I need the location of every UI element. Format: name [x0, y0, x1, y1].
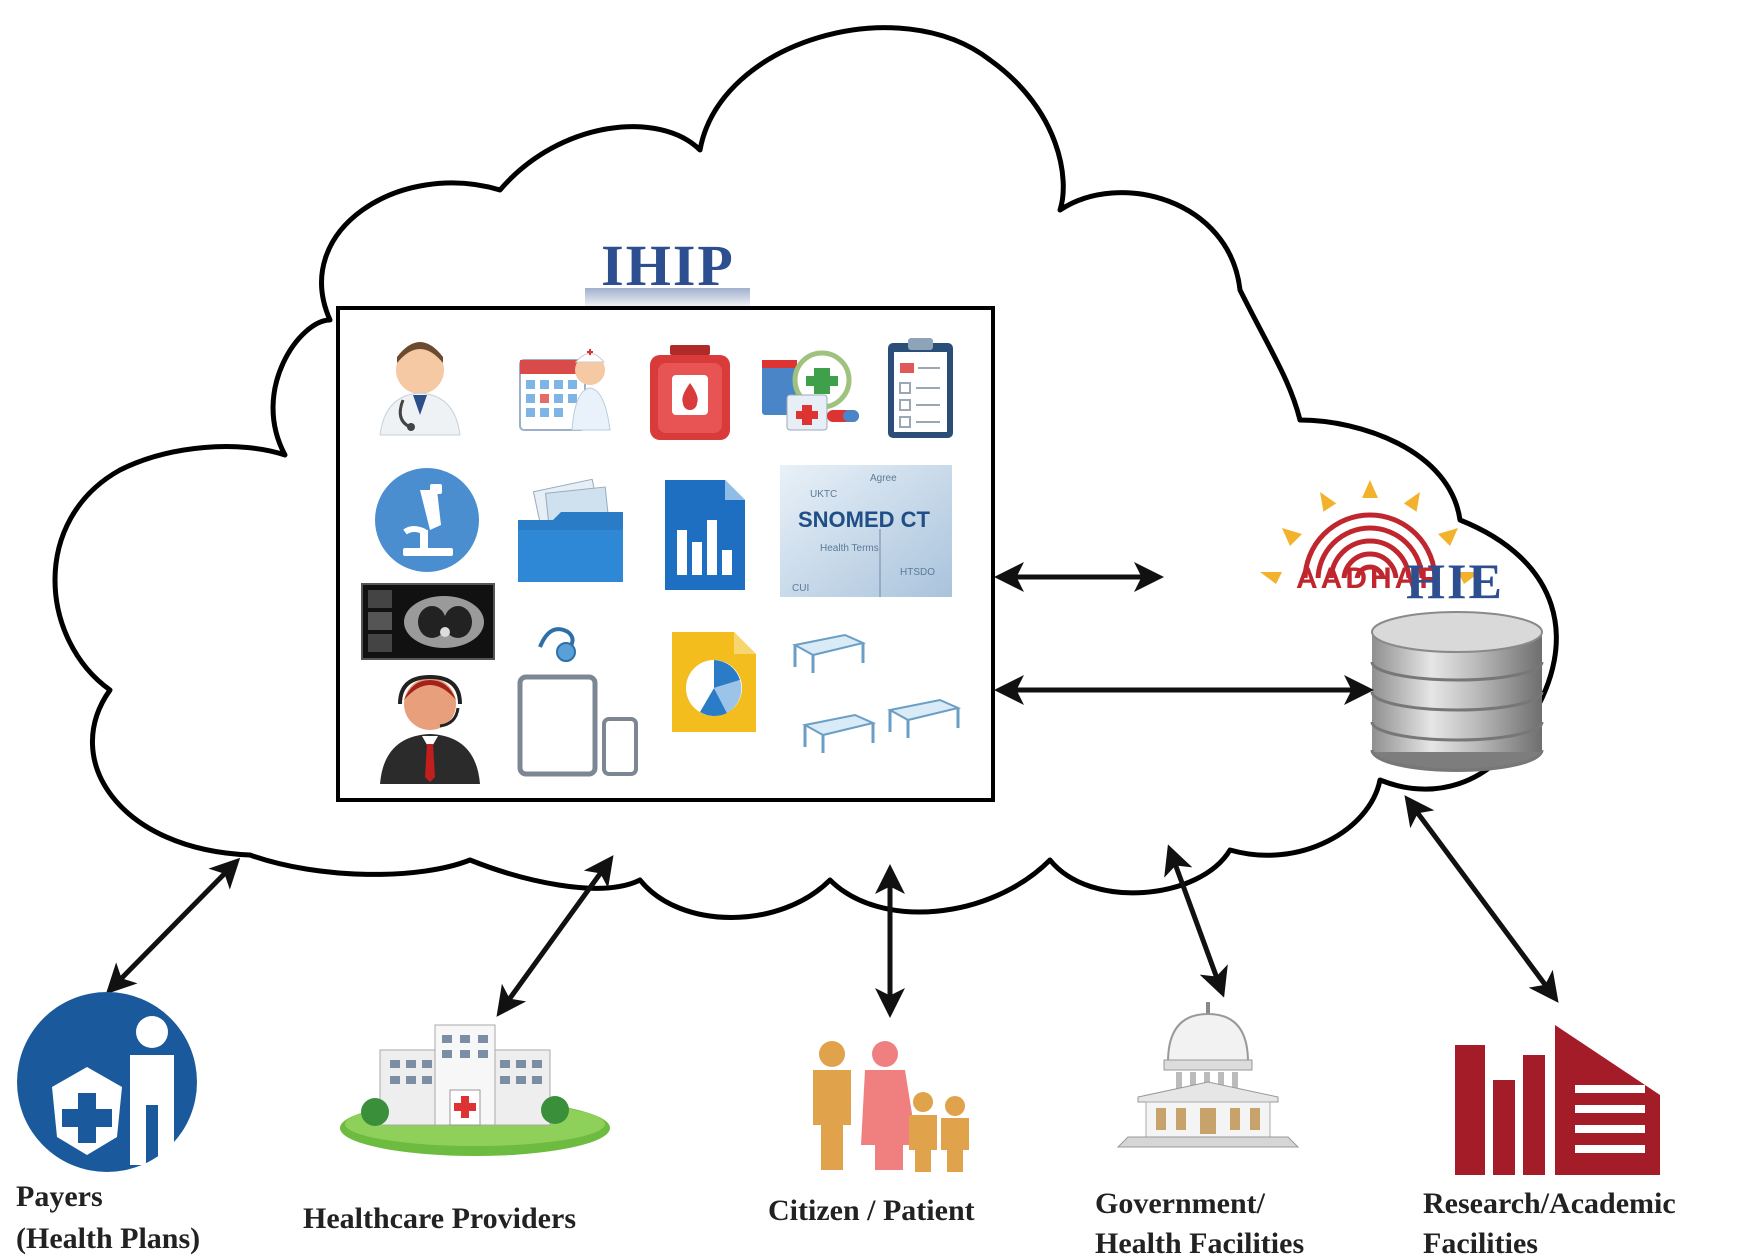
- ihip-title: IHIP: [601, 233, 735, 298]
- arrow-payers: [105, 857, 241, 995]
- arrow-government: [1164, 844, 1228, 998]
- arrow-providers: [496, 855, 614, 1017]
- call-center-agent-icon: [380, 674, 480, 784]
- research-label-line1: Research/Academic: [1423, 1187, 1676, 1220]
- snomed-ct-wordcloud: Agree UKTC SNOMED CT Health Terms HTSDO …: [780, 465, 952, 597]
- ct-scan-image: [361, 583, 495, 660]
- svg-text:HTSDO: HTSDO: [900, 567, 935, 578]
- snomed-ct-text: SNOMED CT: [798, 507, 931, 532]
- database-icon: [1370, 611, 1544, 772]
- chart-document-icon: [665, 480, 745, 590]
- aadhar-text: AADHAR: [1296, 562, 1444, 595]
- citizen-patient-family-icon: [813, 1041, 969, 1172]
- research-academic-building-icon: [1455, 1025, 1660, 1175]
- svg-text:UKTC: UKTC: [810, 489, 837, 500]
- healthcare-provider-hospital-icon: [340, 1024, 610, 1156]
- pie-document-icon: [672, 632, 756, 732]
- stethoscope-tablet-phone-icon: [517, 627, 638, 777]
- government-building-icon: [1116, 1002, 1300, 1148]
- clipboard-report-icon: [888, 338, 953, 438]
- hospital-beds-icon: [792, 633, 962, 753]
- blood-bag-icon: [650, 345, 730, 440]
- ihip-title-reflection: [585, 288, 750, 310]
- providers-label: Healthcare Providers: [303, 1202, 576, 1235]
- payers-label-line2: (Health Plans): [16, 1222, 200, 1255]
- hospital-calendar-nurse-icon: [519, 349, 611, 431]
- svg-text:Agree: Agree: [870, 473, 897, 484]
- government-label-line2: Health Facilities: [1095, 1227, 1304, 1260]
- aadhar-logo: AADHAR: [1260, 480, 1480, 595]
- research-label-line2: Facilities: [1423, 1227, 1538, 1260]
- svg-text:Health Terms: Health Terms: [820, 543, 879, 554]
- arrow-research: [1404, 795, 1559, 1003]
- folder-records-icon: [518, 478, 623, 582]
- payers-label-line1: Payers: [16, 1180, 103, 1213]
- microscope-icon: [375, 468, 479, 572]
- svg-text:CUI: CUI: [792, 583, 809, 594]
- hie-title: HIE: [1406, 553, 1504, 609]
- doctor-icon: [379, 342, 461, 436]
- medicines-icon: [762, 350, 859, 431]
- government-label-line1: Government/: [1095, 1187, 1266, 1220]
- payers-health-plan-icon: [17, 992, 197, 1172]
- citizen-label: Citizen / Patient: [768, 1194, 975, 1227]
